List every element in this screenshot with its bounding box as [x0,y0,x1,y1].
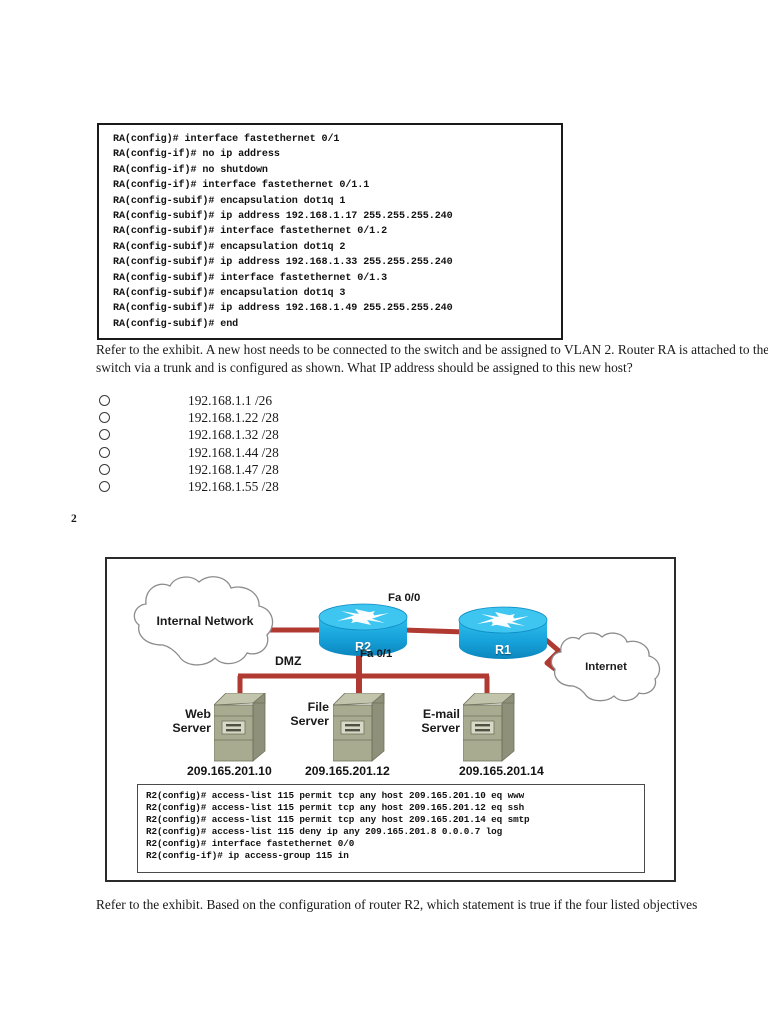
server-icon [212,692,266,762]
config-line: R2(config)# access-list 115 deny ip any … [146,825,503,837]
interface-label-fa-0-1: Fa 0/1 [360,648,393,660]
config-line: RA(config-subif)# interface fastethernet… [113,272,388,284]
web-server-ip: 209.165.201.10 [187,764,272,778]
config-line: R2(config-if)# ip access-group 115 in [146,849,349,861]
file-server-ip: 209.165.201.12 [305,764,390,778]
answer-option[interactable]: 192.168.1.47 /28 [96,461,426,478]
answer-option-label: 192.168.1.47 /28 [188,461,279,477]
config-line: RA(config-subif)# encapsulation dot1q 1 [113,195,346,207]
server-icon [331,692,385,762]
config-line: RA(config-subif)# encapsulation dot1q 2 [113,241,346,253]
config-line: R2(config)# access-list 115 permit tcp a… [146,813,530,825]
answer-option-label: 192.168.1.32 /28 [188,427,279,443]
radio-button-icon[interactable] [99,463,110,475]
answer-option-label: 192.168.1.55 /28 [188,478,279,494]
config-line: RA(config-subif)# ip address 192.168.1.3… [113,257,453,269]
exhibit-2-config-box: R2(config)# access-list 115 permit tcp a… [137,784,645,873]
config-line: R2(config)# interface fastethernet 0/0 [146,837,355,849]
answer-option-label: 192.168.1.22 /28 [188,410,279,426]
exhibit-2-config-lines: R2(config)# access-list 115 permit tcp a… [138,785,644,865]
question-1-prompt: Refer to the exhibit. A new host needs t… [96,342,768,375]
network-diagram: Internal Network Internet [105,557,676,882]
config-line: RA(config-subif)# encapsulation dot1q 3 [113,288,346,300]
file-server-label: File Server [290,700,329,728]
exhibit-1-config-lines: RA(config)# interface fastethernet 0/1 R… [99,125,561,339]
answer-option[interactable]: 192.168.1.22 /28 [96,409,426,426]
config-line: RA(config-subif)# interface fastethernet… [113,226,388,238]
exhibit-1-config-box: RA(config)# interface fastethernet 0/1 R… [97,123,563,340]
config-line: RA(config)# interface fastethernet 0/1 [113,134,340,145]
email-server [461,692,515,763]
radio-button-icon[interactable] [99,412,110,424]
interface-label-fa-0-0: Fa 0/0 [388,592,421,604]
radio-button-icon[interactable] [99,481,110,493]
config-line: RA(config-subif)# end [113,318,239,330]
router-icon [318,603,408,656]
section-number: 2 [71,513,77,525]
config-line: RA(config-if)# interface fastethernet 0/… [113,180,370,192]
radio-button-icon[interactable] [99,395,110,407]
answer-option-label: 192.168.1.44 /28 [188,444,279,460]
radio-button-icon[interactable] [99,429,110,441]
answer-option[interactable]: 192.168.1.1 /26 [96,392,426,409]
config-line: R2(config)# access-list 115 permit tcp a… [146,801,525,813]
config-line: RA(config-subif)# ip address 192.168.1.1… [113,211,453,223]
router-r1: R1 [457,606,549,660]
config-line: RA(config-if)# no ip address [113,149,280,161]
config-line: RA(config-if)# no shutdown [113,164,268,176]
answer-option[interactable]: 192.168.1.44 /28 [96,444,426,461]
question-2-prompt: Refer to the exhibit. Based on the confi… [96,897,698,912]
server-icon [461,692,515,762]
file-server [331,692,385,763]
config-line: R2(config)# access-list 115 permit tcp a… [146,790,525,801]
email-server-ip: 209.165.201.14 [459,764,544,778]
link-r2-to-r1 [402,627,466,635]
cloud-shape-icon [133,576,274,666]
answer-option-label: 192.168.1.1 /26 [188,393,273,408]
internal-network-cloud: Internal Network [129,573,281,669]
router-icon [458,606,548,659]
config-line: RA(config-subif)# ip address 192.168.1.4… [113,303,453,315]
email-server-label: E-mail Server [421,707,460,735]
dmz-label: DMZ [275,654,302,668]
internet-cloud: Internet [547,631,665,703]
web-server [212,692,266,763]
answer-option[interactable]: 192.168.1.32 /28 [96,426,426,443]
web-server-label: Web Server [172,707,211,735]
answer-option[interactable]: 192.168.1.55 /28 [96,478,426,495]
answer-options-list: 192.168.1.1 /26 192.168.1.22 /28 192.168… [96,392,426,495]
radio-button-icon[interactable] [99,446,110,458]
cloud-shape-icon [550,632,661,702]
